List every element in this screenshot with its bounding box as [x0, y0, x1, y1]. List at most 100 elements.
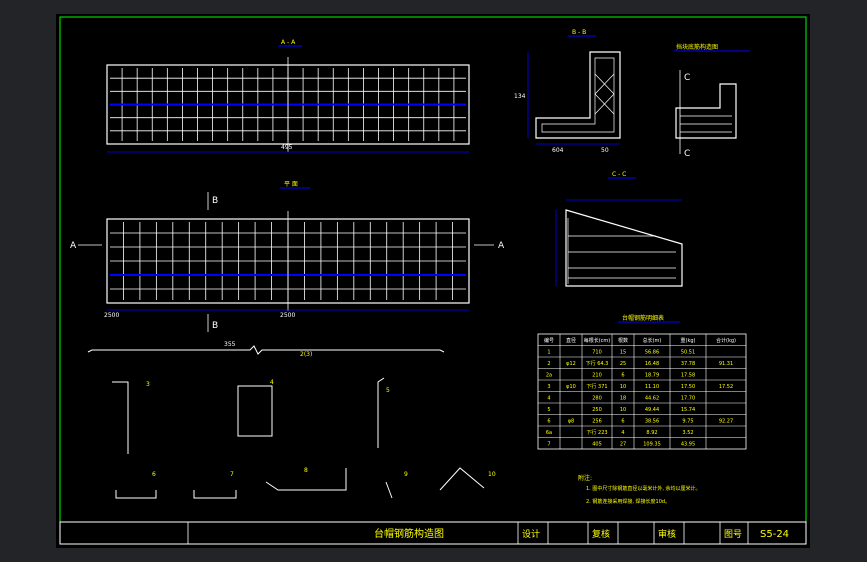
table-cell: 17.52 — [719, 384, 733, 390]
table-cell: 2a — [546, 372, 552, 378]
table-header-cell: 重(kg) — [681, 337, 696, 344]
svg-text:A: A — [498, 241, 505, 251]
sheet-frame — [59, 16, 807, 545]
table-cell: 43.95 — [681, 441, 695, 447]
table-cell: 1 — [547, 349, 550, 355]
table-cell: 50.51 — [681, 349, 695, 355]
table-cell: 17.70 — [681, 395, 695, 401]
section-bb-title: B - B — [572, 29, 586, 36]
note-1: 1. 图中尺寸除钢筋直径以毫米计外, 余均以厘米计。 — [586, 485, 701, 492]
table-cell: 4 — [547, 395, 550, 401]
detail-title: 挡块底筋构造图 — [676, 43, 718, 51]
plan-rebar-grid — [110, 211, 466, 311]
bb-outline — [535, 51, 621, 139]
drawing-viewport[interactable]: A - A 495 B - B 604 50 — [56, 14, 810, 548]
table-cell: 280 — [592, 395, 602, 401]
table-cell: 下行 223 — [586, 429, 607, 436]
table-cell: 15.74 — [681, 407, 695, 413]
table-header-cell: 每根长(cm) — [584, 337, 611, 344]
table-cell: 91.31 — [719, 361, 733, 367]
shape-label: 4 — [270, 379, 274, 386]
table-cell: 8.92 — [646, 430, 657, 436]
table-cell: 49.44 — [645, 407, 659, 413]
shape-label: 8 — [304, 467, 308, 474]
section-bb-view: B - B 604 50 134 — [514, 29, 621, 154]
table-cell: 下行 371 — [586, 383, 607, 390]
table-cell: 7 — [547, 441, 550, 447]
drawing-sheet: A - A 495 B - B 604 50 — [59, 16, 807, 545]
shape-label: 2(3) — [300, 351, 312, 358]
table-cell: 3.52 — [682, 430, 693, 436]
bb-left-dim: 604 — [552, 147, 564, 154]
table-cell: φ12 — [566, 361, 576, 367]
plan-right-dim: 2500 — [280, 312, 295, 319]
shape-label: 3 — [146, 381, 150, 388]
svg-text:C: C — [684, 149, 690, 159]
table-cell: 6 — [621, 418, 624, 424]
table-cell: φ8 — [568, 418, 574, 424]
detail-view: 挡块底筋构造图 C C — [674, 43, 750, 159]
check-label: 复核 — [592, 528, 610, 540]
table-cell: 6 — [621, 372, 624, 378]
table-cell: 250 — [592, 407, 602, 413]
shape-label: 7 — [230, 471, 234, 478]
bb-right-dim: 50 — [601, 147, 609, 154]
table-cell: 5 — [547, 407, 550, 413]
table-cell: 37.78 — [681, 361, 695, 367]
table-header-cell: 合计(kg) — [716, 337, 736, 344]
design-label: 设计 — [522, 528, 540, 540]
table-cell: 16.48 — [645, 361, 659, 367]
table-header-cell: 总长(m) — [643, 337, 662, 344]
table-header-cell: 直径 — [566, 337, 576, 344]
table-cell: 17.58 — [681, 372, 695, 378]
table-cell: 56.86 — [645, 349, 659, 355]
section-cc-view: C - C — [555, 171, 683, 287]
table-cell: 9.75 — [682, 418, 693, 424]
aa-total-dim: 495 — [281, 144, 293, 151]
aa-rebar-grid — [110, 57, 466, 152]
table-cell: 256 — [592, 418, 602, 424]
shape-label: 6 — [152, 471, 156, 478]
table-cell: 210 — [592, 372, 602, 378]
plan-left-dim: 2500 — [104, 312, 119, 319]
table-cell: 11.10 — [645, 384, 659, 390]
table-cell: 710 — [592, 349, 602, 355]
table-cell: 4 — [621, 430, 624, 436]
shape-label: 10 — [488, 471, 496, 478]
table-title: 台帽钢筋明细表 — [622, 314, 664, 322]
table-cell: 6 — [547, 418, 550, 424]
shape-label: 9 — [404, 471, 408, 478]
cc-outline — [565, 209, 683, 287]
notes-title: 附注: — [578, 474, 592, 482]
section-cc-title: C - C — [612, 171, 626, 178]
table-cell: 18.79 — [645, 372, 659, 378]
table-cell: 10 — [620, 407, 626, 413]
table-cell: 18 — [620, 395, 626, 401]
table-header-cell: 根数 — [618, 337, 628, 344]
plan-view: 平 面 2500 2500 A A B B — [70, 181, 505, 332]
table-cell: 6a — [546, 430, 552, 436]
drawing-name: 台帽钢筋构造图 — [374, 527, 444, 540]
table-cell: 下行 64.3 — [586, 360, 609, 367]
shape-label: 5 — [386, 387, 390, 394]
table-cell: 44.62 — [645, 395, 659, 401]
table-cell: 3 — [547, 384, 550, 390]
table-cell: 405 — [592, 441, 602, 447]
table-cell: 17.50 — [681, 384, 695, 390]
table-cell: 27 — [620, 441, 626, 447]
table-cell: 109.35 — [643, 441, 661, 447]
drawing-number: S5-24 — [760, 529, 789, 540]
title-block: 台帽钢筋构造图 设计 复核 审核 图号 S5-24 — [59, 521, 807, 545]
svg-text:B: B — [212, 321, 218, 331]
section-aa-title: A - A — [281, 39, 296, 46]
svg-text:B: B — [212, 196, 218, 206]
note-2: 2. 钢筋连接采用焊接, 焊接长度10d。 — [586, 498, 670, 505]
table-header-cell: 编号 — [544, 337, 554, 344]
table-cell: 92.27 — [719, 418, 733, 424]
number-label: 图号 — [724, 529, 742, 540]
table-cell: 10 — [620, 384, 626, 390]
plan-title: 平 面 — [284, 181, 298, 188]
